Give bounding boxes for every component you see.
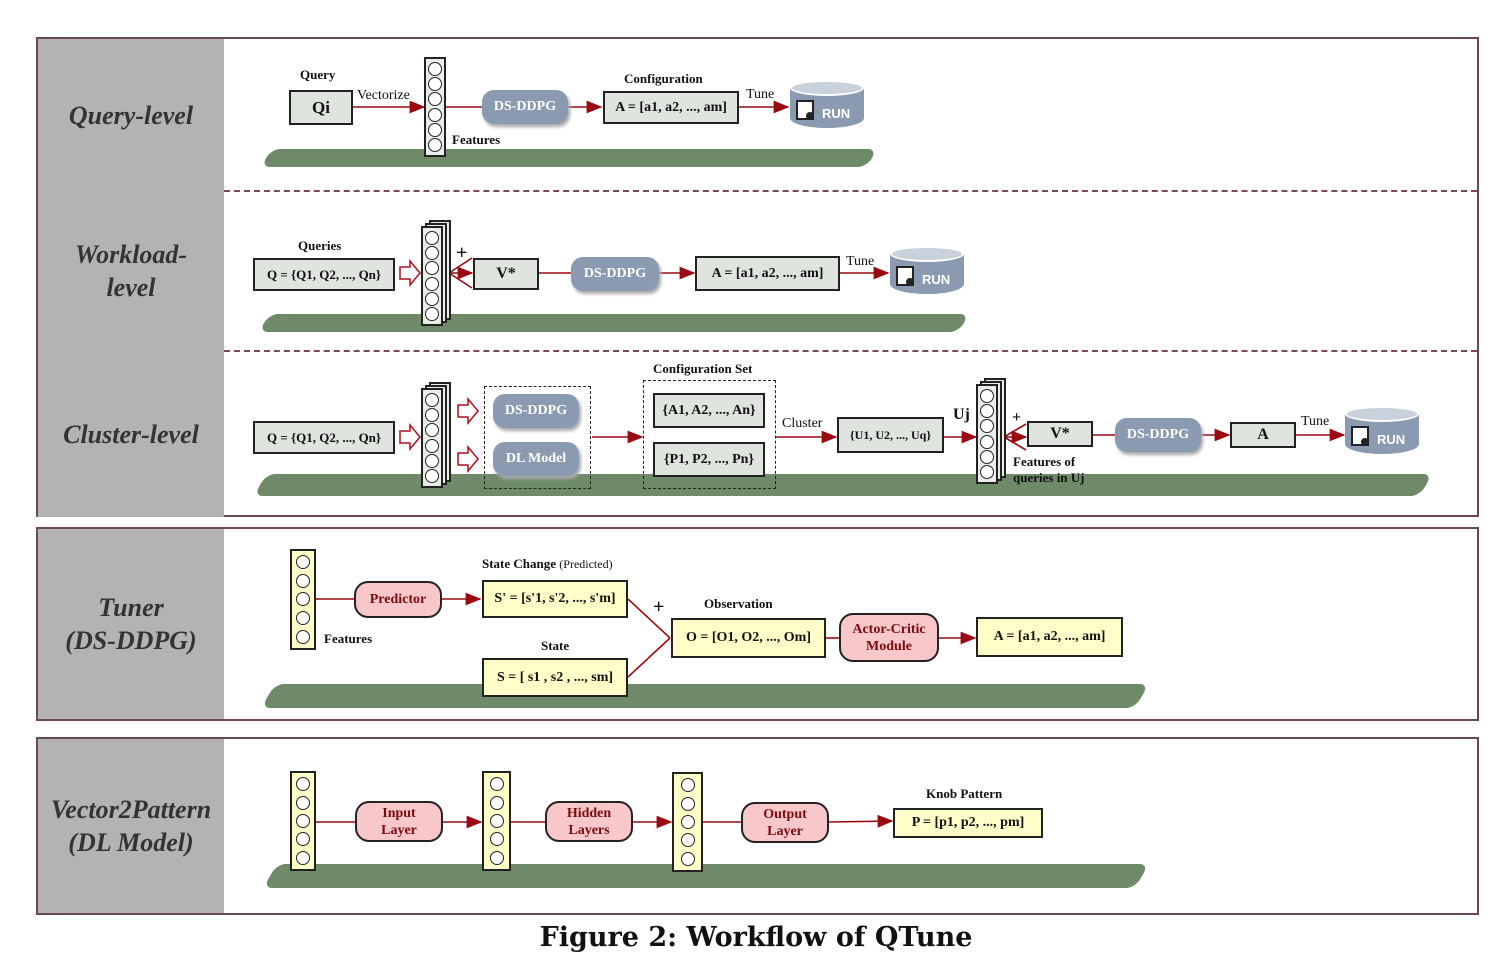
cluster-dsddpg-2: DS-DDPG [1115,418,1201,452]
workload-plus: + [456,242,468,264]
p-box: P = [p1, p2, ..., pm] [893,808,1043,838]
arrow-w-f1 [448,257,473,274]
query-feature-vector [424,57,446,157]
cluster-a-box: A [1230,422,1296,448]
cluster-run-label: RUN [1377,432,1406,447]
knob-pattern-label: Knob Pattern [926,786,1003,801]
tuner-label: Tuner (DS-DDPG) [65,593,197,655]
cluster-dsddpg: DS-DDPG [493,394,579,428]
query-label: Query [300,67,336,82]
document-icon [796,100,814,120]
hollow-arrow-w [399,258,421,288]
state-change-text: State Change [482,556,557,571]
cluster-level-label: Cluster-level [63,419,199,449]
predictor-node: Predictor [354,581,442,618]
arrow-t-s [627,637,671,678]
workload-run-label: RUN [922,272,951,287]
tuner-a-box: A = [a1, a2, ..., am] [976,617,1123,657]
hollow-arrow-c-dl [457,444,479,474]
input-vector [290,771,316,871]
state-label: State [541,638,570,653]
query-dsddpg: DS-DDPG [482,90,568,124]
vector2pattern-label: Vector2Pattern (DL Model) [50,795,212,857]
tuner-feature-vector [290,549,316,650]
output-layer-node: Output Layer [741,802,829,843]
s-prime-box: S' = [s'1, s'2, ..., s'm] [482,580,628,618]
workload-dsddpg: DS-DDPG [571,257,659,291]
hidden-vector [482,771,511,871]
cluster-level-label-cell: Cluster-level [38,351,224,517]
uj-label: Uj [953,406,970,423]
query-config-label: Configuration [624,71,703,86]
config-set-group [643,380,776,489]
arrow-v-6 [828,814,894,828]
query-config-box: A = [a1, a2, ..., am] [603,91,739,124]
p-set-box: {P1, P2, ..., Pn} [653,442,765,477]
u-set-box: {U1, U2, ..., Uq} [837,417,944,453]
tuner-plus: + [653,596,665,618]
query-box: Qi [289,90,353,125]
actor-critic-node: Actor-Critic Module [839,613,939,662]
workload-level-label: Workload- level [74,240,188,302]
predicted-text: (Predicted) [559,557,613,571]
tuner-features-label: Features [324,631,373,646]
workload-feature-stack [421,220,453,326]
arrow-c-f1 [1003,423,1027,438]
workload-level-label-cell: Workload- level [38,191,224,351]
vectorize-label: Vectorize [357,88,410,103]
document-icon [896,266,914,286]
uj-feature-stack [976,378,1008,484]
o-box: O = [O1, O2, ..., Om] [671,618,826,658]
cluster-feature-stack [421,382,453,488]
cluster-dl-model: DL Model [493,442,579,476]
s-box: S = [ s1 , s2 , ..., sm] [482,658,628,697]
features-of-queries-label: Features of queries in Uj [1013,454,1085,485]
hollow-arrow-c [399,422,421,452]
query-features-label: Features [452,132,501,147]
cluster-vstar: V* [1027,421,1093,447]
arrow-c-f3 [1003,436,1027,451]
hollow-arrow-c-ddpg [457,396,479,426]
cluster-label: Cluster [782,416,823,431]
arrow-w-f3 [448,272,473,289]
input-layer-node: Input Layer [355,801,443,842]
state-change-label: State Change (Predicted) [482,556,613,572]
workload-queries-box: Q = {Q1, Q2, ..., Qn} [253,258,395,291]
divider-1 [224,190,1477,192]
workload-run-db: RUN [890,244,964,300]
cluster-queries-box: Q = {Q1, Q2, ..., Qn} [253,421,395,454]
output-vector [672,772,703,872]
document-icon [1351,426,1369,446]
cluster-model-group [484,386,591,489]
a-set-box: {A1, A2, ..., An} [653,393,765,428]
cluster-run-db: RUN [1345,404,1419,460]
tuner-label-cell: Tuner (DS-DDPG) [38,529,224,719]
observation-label: Observation [704,596,773,611]
divider-2 [224,350,1477,352]
workload-vstar: V* [473,258,539,290]
arrow-t-sprime [627,598,671,639]
workload-queries-label: Queries [298,238,342,253]
workload-config-box: A = [a1, a2, ..., am] [695,256,840,291]
query-run-label: RUN [822,106,851,121]
vector2pattern-label-cell: Vector2Pattern (DL Model) [38,739,224,913]
config-set-label: Configuration Set [653,361,753,376]
query-run-db: RUN [790,78,864,134]
query-level-label: Query-level [68,100,194,130]
cluster-tune-label: Tune [1301,414,1330,429]
figure-caption: Figure 2: Workflow of QTune [539,922,973,953]
query-tune-label: Tune [746,87,775,102]
workload-tune-label: Tune [846,254,875,269]
cluster-plus: + [1012,409,1022,426]
hidden-layers-node: Hidden Layers [545,801,633,842]
query-level-label-cell: Query-level [38,39,224,191]
